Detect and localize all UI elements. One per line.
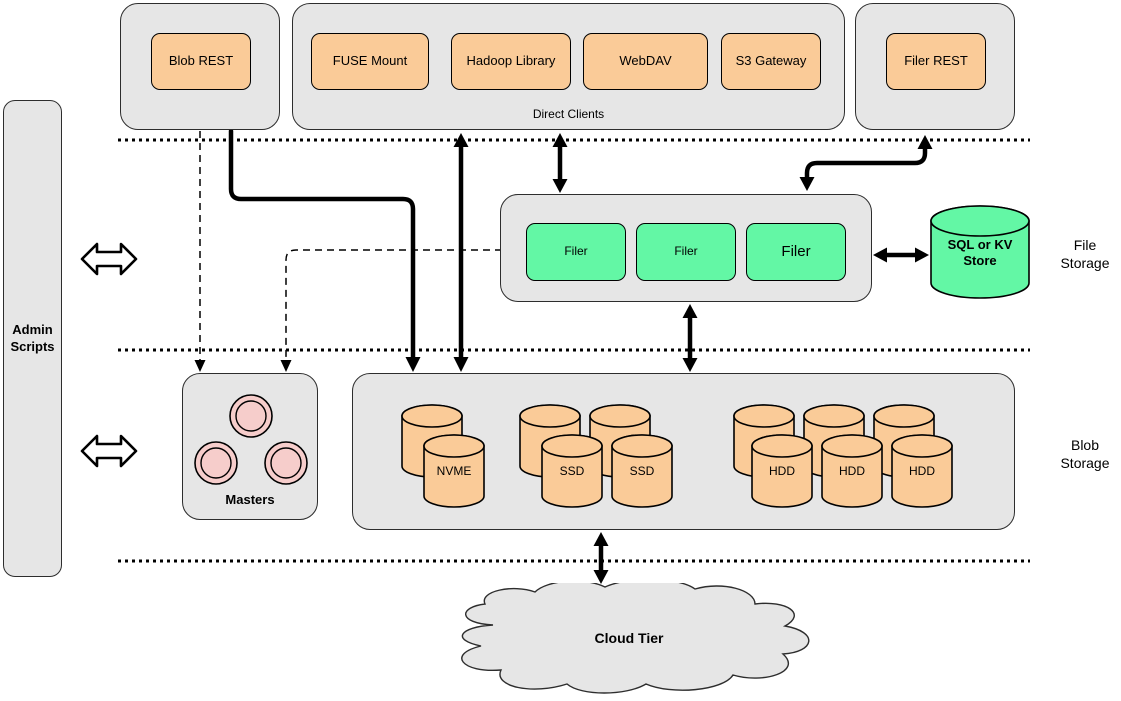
filer-node-2: Filer <box>636 223 736 281</box>
arrowhead <box>552 179 568 193</box>
cloud-shape <box>461 583 810 694</box>
admin-scripts-panel: Admin Scripts <box>3 100 62 577</box>
hadoop-library-node: Hadoop Library <box>451 33 571 90</box>
cloud-tier-label: Cloud Tier <box>594 630 664 646</box>
fuse-mount-node: FUSE Mount <box>311 33 429 90</box>
direct-clients-caption: Direct Clients <box>532 107 605 121</box>
file-storage-tier-label: File Storage <box>1060 237 1110 272</box>
sql-kv-store-cylinder <box>930 205 1030 299</box>
arrowhead <box>682 304 698 318</box>
master-node-icon <box>194 441 238 485</box>
masters-label: Masters <box>225 492 275 507</box>
masters-group: Masters <box>182 373 318 520</box>
webdav-node: WebDAV <box>583 33 708 90</box>
arrowhead <box>799 177 815 191</box>
arrowhead <box>453 133 469 147</box>
ssd-disk-cylinder: SSD <box>611 434 673 508</box>
filer-rest-node: Filer REST <box>886 33 986 90</box>
master-node-icon <box>264 441 308 485</box>
filer-node-1: Filer <box>526 223 626 281</box>
filer-group: Filer Filer Filer <box>500 194 872 302</box>
sql-kv-store-label: SQL or KV Store <box>947 237 1013 269</box>
ssd-label: SSD <box>629 464 655 478</box>
arrowhead <box>915 247 929 263</box>
admin-blob-double-arrow <box>80 434 138 468</box>
arrow-filerrest-filer <box>804 148 928 178</box>
hdd-disk-cylinder: HDD <box>891 434 953 508</box>
hdd-disk-cylinder: HDD <box>821 434 883 508</box>
arrowhead <box>682 358 698 372</box>
nvme-disk-cylinder: NVME <box>423 434 485 508</box>
hdd-label: HDD <box>909 464 935 478</box>
filer-node-3: Filer <box>746 223 846 281</box>
blob-rest-group: Blob REST <box>120 3 280 130</box>
arrowhead <box>280 360 292 372</box>
arrowhead <box>194 360 206 372</box>
admin-scripts-label: Admin Scripts <box>10 321 55 354</box>
arrowhead <box>593 570 609 584</box>
hdd-label: HDD <box>839 464 865 478</box>
arrowhead <box>405 357 421 372</box>
hdd-label: HDD <box>769 464 795 478</box>
blob-storage-tier-label: Blob Storage <box>1060 437 1110 472</box>
s3-gateway-node: S3 Gateway <box>721 33 821 90</box>
ssd-disk-cylinder: SSD <box>541 434 603 508</box>
filer-rest-group: Filer REST <box>855 3 1015 130</box>
arrowhead <box>593 532 609 546</box>
arrowhead <box>552 133 568 147</box>
arrowhead <box>453 357 469 372</box>
dashed-arrow-filer-masters <box>285 249 502 361</box>
arrowhead <box>917 135 933 149</box>
direct-clients-group: FUSE Mount Hadoop Library WebDAV S3 Gate… <box>292 3 845 130</box>
blob-rest-node: Blob REST <box>151 33 251 90</box>
master-node-icon <box>229 394 273 438</box>
arrowhead <box>873 247 887 263</box>
nvme-label: NVME <box>436 464 472 478</box>
ssd-label: SSD <box>559 464 585 478</box>
admin-file-double-arrow <box>80 242 138 276</box>
arrow-blobrest-blobstore <box>228 128 416 361</box>
hdd-disk-cylinder: HDD <box>751 434 813 508</box>
